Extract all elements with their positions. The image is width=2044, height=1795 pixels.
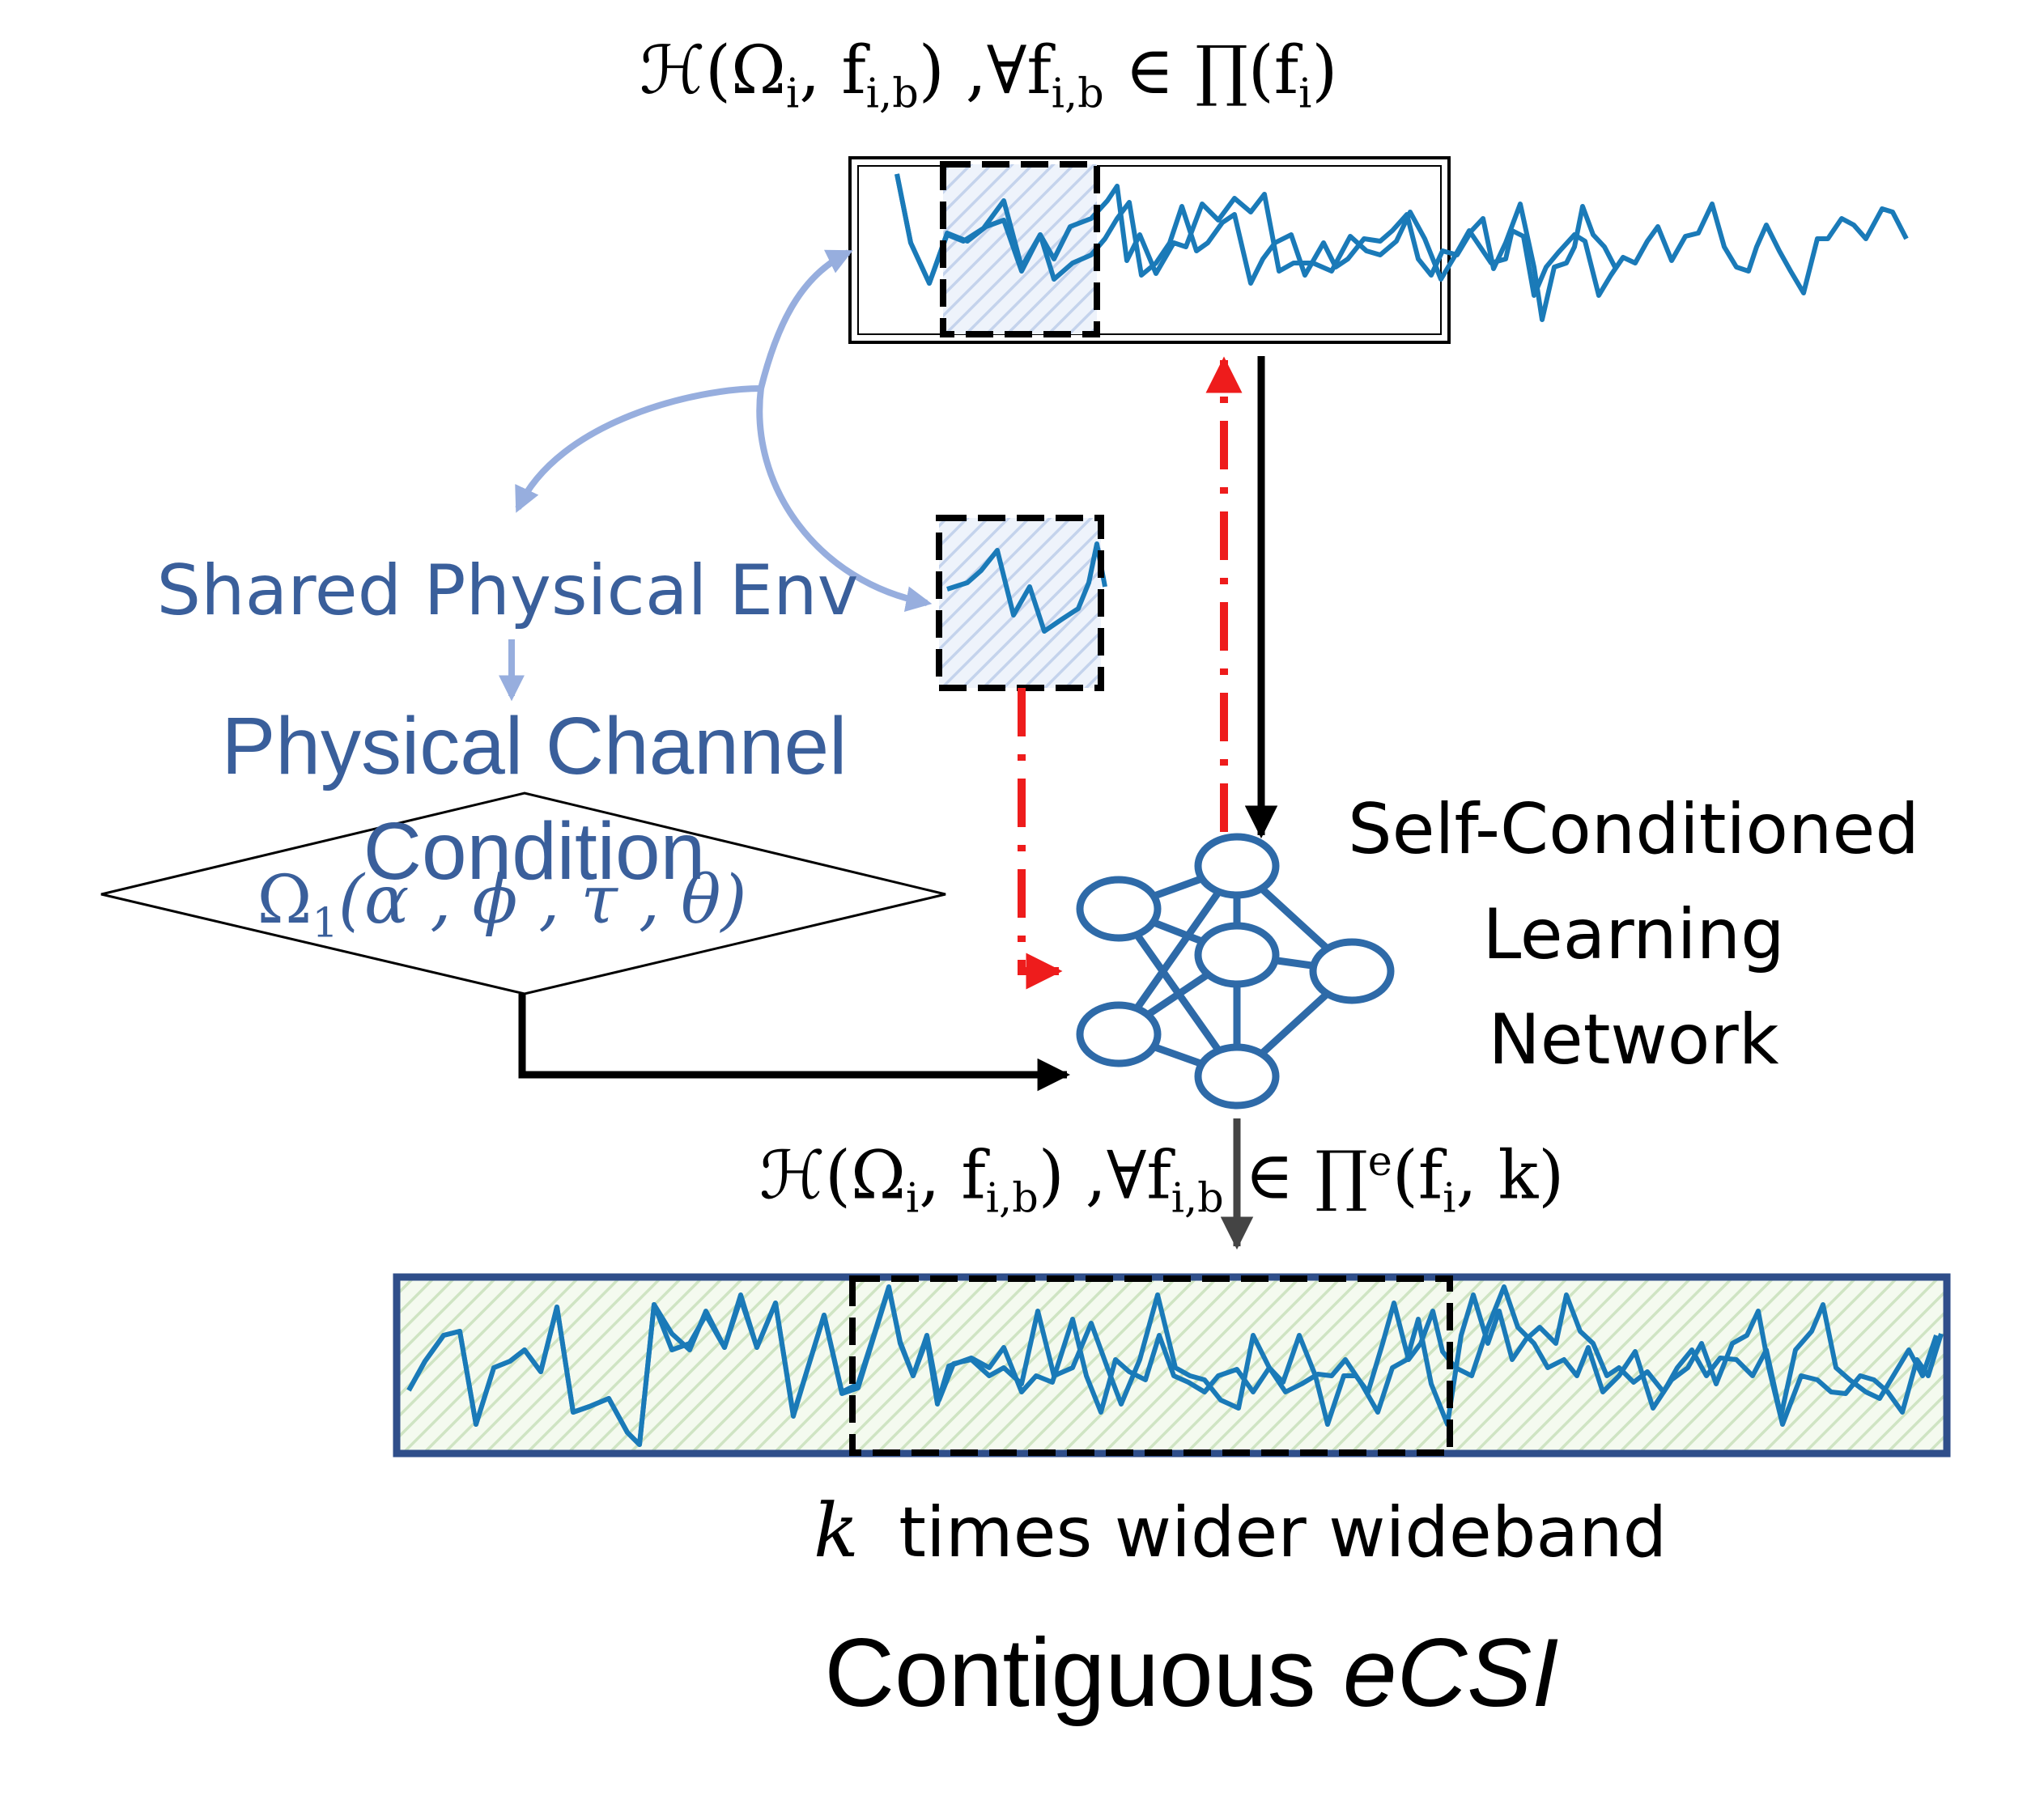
omega-sub: 1 (312, 898, 338, 947)
channel-condition-line1: Physical Channel (221, 701, 848, 791)
neural-network-icon (1076, 833, 1395, 1110)
selected-subband-hatch (943, 164, 1097, 334)
bottom-eq-part-d: ∈ ∏ (1223, 1137, 1368, 1215)
arrow-to-cropped-subband (756, 388, 933, 613)
top-eq-sub-a: i (786, 69, 800, 117)
k-symbol: k (814, 1487, 859, 1574)
omega-params: (α , ϕ , τ , θ) (338, 862, 747, 939)
k-wider-label: k times wider wideband (814, 1487, 1667, 1574)
original-band-dashed-frame (849, 1275, 1453, 1456)
top-eq-part-c: ) ,∀f (918, 32, 1052, 109)
arrow-to-env-label (515, 385, 762, 513)
shared-physical-env-label: Shared Physical Env (156, 550, 859, 631)
top-eq-sub-b: i,b (865, 69, 919, 117)
bottom-eq-part-e: (f (1392, 1137, 1443, 1215)
omega-symbol: Ω (257, 862, 312, 939)
narrowband-csi-box (848, 156, 1909, 344)
top-eq-part-a: ℋ(Ω (640, 32, 787, 109)
bottom-eq-part-b: , f (919, 1137, 986, 1215)
k-text: times wider wideband (899, 1492, 1668, 1573)
channel-condition-line2: Condition (363, 806, 706, 897)
top-eq-part-b: , f (799, 32, 866, 109)
omega-parameters: Ω1(α , ϕ , τ , θ) (257, 862, 747, 946)
top-eq-sub-d: i (1298, 69, 1312, 117)
network-label-line3: Network (1488, 999, 1779, 1080)
bottom-eq-sub-b: i,b (985, 1173, 1039, 1222)
top-equation: ℋ(Ωi, fi,b) ,∀fi,b ∈ ∏(fi) (640, 32, 1337, 117)
bottom-eq-part-c: ) ,∀f (1038, 1137, 1171, 1215)
top-eq-part-e: ) (1311, 32, 1338, 109)
bottom-eq-sub-c: i,b (1171, 1173, 1224, 1222)
bottom-equation: ℋ(Ωi, fi,b) ,∀fi,b ∈ ∏e(fi, k) (759, 1137, 1564, 1222)
bottom-eq-part-f: , k) (1455, 1137, 1565, 1215)
narrowband-waveform-main (895, 173, 1617, 322)
cropped-subband-box (936, 515, 1107, 691)
top-eq-part-d: ∈ ∏(f (1103, 32, 1299, 109)
caption-main: Contiguous (824, 1619, 1343, 1727)
network-label-line1: Self-Conditioned (1348, 789, 1919, 870)
cropped-waveform (946, 541, 1107, 634)
bottom-eq-sub-e: i (1443, 1173, 1456, 1222)
network-label-line2: Learning (1482, 894, 1785, 975)
red-subband-to-network-arrow (1018, 688, 1063, 990)
subband-dashed-frame (940, 161, 1100, 337)
caption-italic: eCSI (1342, 1619, 1559, 1727)
top-eq-sub-c: i,b (1051, 69, 1104, 117)
bottom-eq-sup-e: e (1367, 1137, 1392, 1185)
bottom-eq-sub-a: i (906, 1173, 920, 1222)
figure-caption: Contiguous eCSI (824, 1617, 1558, 1729)
arrow-condition-to-network (518, 994, 1071, 1092)
wideband-waveform-main (406, 1284, 1944, 1447)
arrow-to-narrowband (758, 249, 853, 389)
bottom-eq-part-a: ℋ(Ω (759, 1137, 907, 1215)
wideband-csi-box (393, 1273, 1951, 1458)
shared-env-arrows (499, 249, 933, 702)
channel-condition-diamond (100, 791, 946, 995)
